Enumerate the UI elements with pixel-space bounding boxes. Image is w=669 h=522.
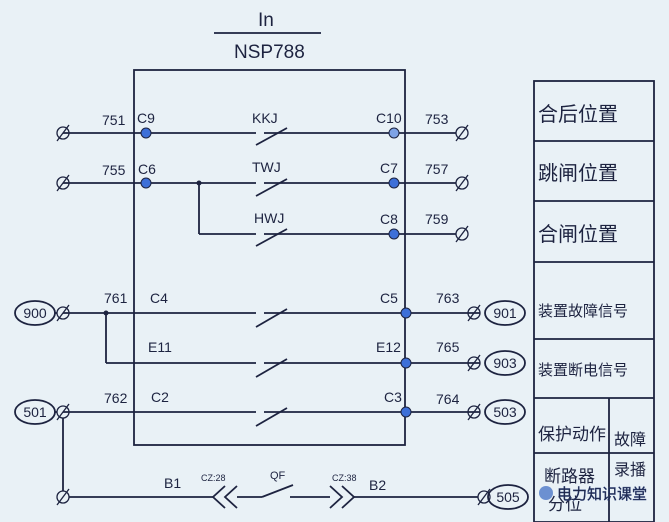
pin-e12: E12 [376,339,401,355]
device-top-label: In [258,10,274,31]
terminal-symbol [467,304,481,322]
terminal-symbol [56,174,70,192]
terminal-501-label: 501 [23,404,47,420]
wire-753: 753 [425,111,449,127]
circuit-kkj [63,127,456,146]
wire-751: 751 [102,112,126,128]
pin-c4: C4 [150,290,168,306]
terminal-501: 501 [14,399,57,425]
terminal-symbol [455,124,469,142]
terminal-900: 900 [14,300,57,326]
contact-twj: TWJ [252,159,281,175]
legend-recording: 录播 [614,460,646,479]
pin-c8: C8 [380,211,398,227]
legend-closed-after: 合后位置 [538,102,618,126]
pin-c3: C3 [384,389,402,405]
pin-e11: E11 [148,339,172,355]
watermark-text: 电力知识课堂 [557,485,647,503]
label-cz-right: CZ:38 [332,473,357,483]
terminal-903-label: 903 [493,355,517,371]
terminal-903: 903 [484,350,526,376]
terminal-symbol [56,124,70,142]
label-cz-left: CZ:28 [201,473,226,483]
wire-762: 762 [104,390,128,406]
circuit-fault-signal [63,308,480,378]
terminal-900-label: 900 [23,305,47,321]
pin-c2: C2 [151,389,169,405]
pin-c9: C9 [137,110,155,126]
terminal-901-label: 901 [493,305,517,321]
label-b1: B1 [164,475,181,491]
pin-c5: C5 [380,290,398,306]
terminal-symbol [477,488,491,506]
label-b2: B2 [369,477,386,493]
legend-fault: 故障 [614,430,646,449]
pin-c7: C7 [380,160,398,176]
terminal-symbol [467,354,481,372]
pin-c9-dot [140,127,152,139]
pin-c7-dot [388,177,400,189]
terminal-symbol [455,174,469,192]
legend-table [533,80,655,522]
pin-c8-dot [388,228,400,240]
terminal-901: 901 [484,300,526,326]
legend-close-position: 合闸位置 [538,222,618,246]
terminal-symbol [56,488,70,506]
terminal-505: 505 [487,484,529,510]
legend-device-power-loss: 装置断电信号 [538,361,628,379]
pin-c6: C6 [138,161,156,177]
wire-759: 759 [425,211,449,227]
terminal-symbol [467,403,481,421]
device-box [133,69,406,446]
wire-761: 761 [104,290,128,306]
watermark: 电力知识课堂 [539,485,647,503]
legend-breaker: 断路器 [544,467,595,487]
contact-kkj: KKJ [252,110,278,126]
terminal-symbol [455,225,469,243]
circuit-twj-hwj [63,178,456,247]
terminal-503-label: 503 [493,404,517,420]
device-model: NSP788 [234,42,305,63]
legend-trip-position: 跳闸位置 [538,161,618,185]
contact-hwj: HWJ [254,210,284,226]
legend-device-fault: 装置故障信号 [538,302,628,320]
wire-755: 755 [102,162,126,178]
pin-c10-dot [388,127,400,139]
pin-e12-dot [400,357,412,369]
legend-protection-action: 保护动作 [538,425,606,445]
pin-c10: C10 [376,110,402,126]
terminal-505-label: 505 [496,489,520,505]
terminal-503: 503 [484,399,526,425]
contact-qf: QF [270,470,286,482]
wire-764: 764 [436,391,460,407]
legend-open-position: 分位 [548,495,582,515]
wire-763: 763 [436,290,460,306]
circuit-protection [62,407,480,491]
wire-765: 765 [436,339,460,355]
watermark-logo-icon [539,486,553,500]
pin-c3-dot [400,406,412,418]
circuit-breaker [69,484,478,509]
pin-c5-dot [400,307,412,319]
pin-c6-dot [140,177,152,189]
wire-757: 757 [425,161,449,177]
